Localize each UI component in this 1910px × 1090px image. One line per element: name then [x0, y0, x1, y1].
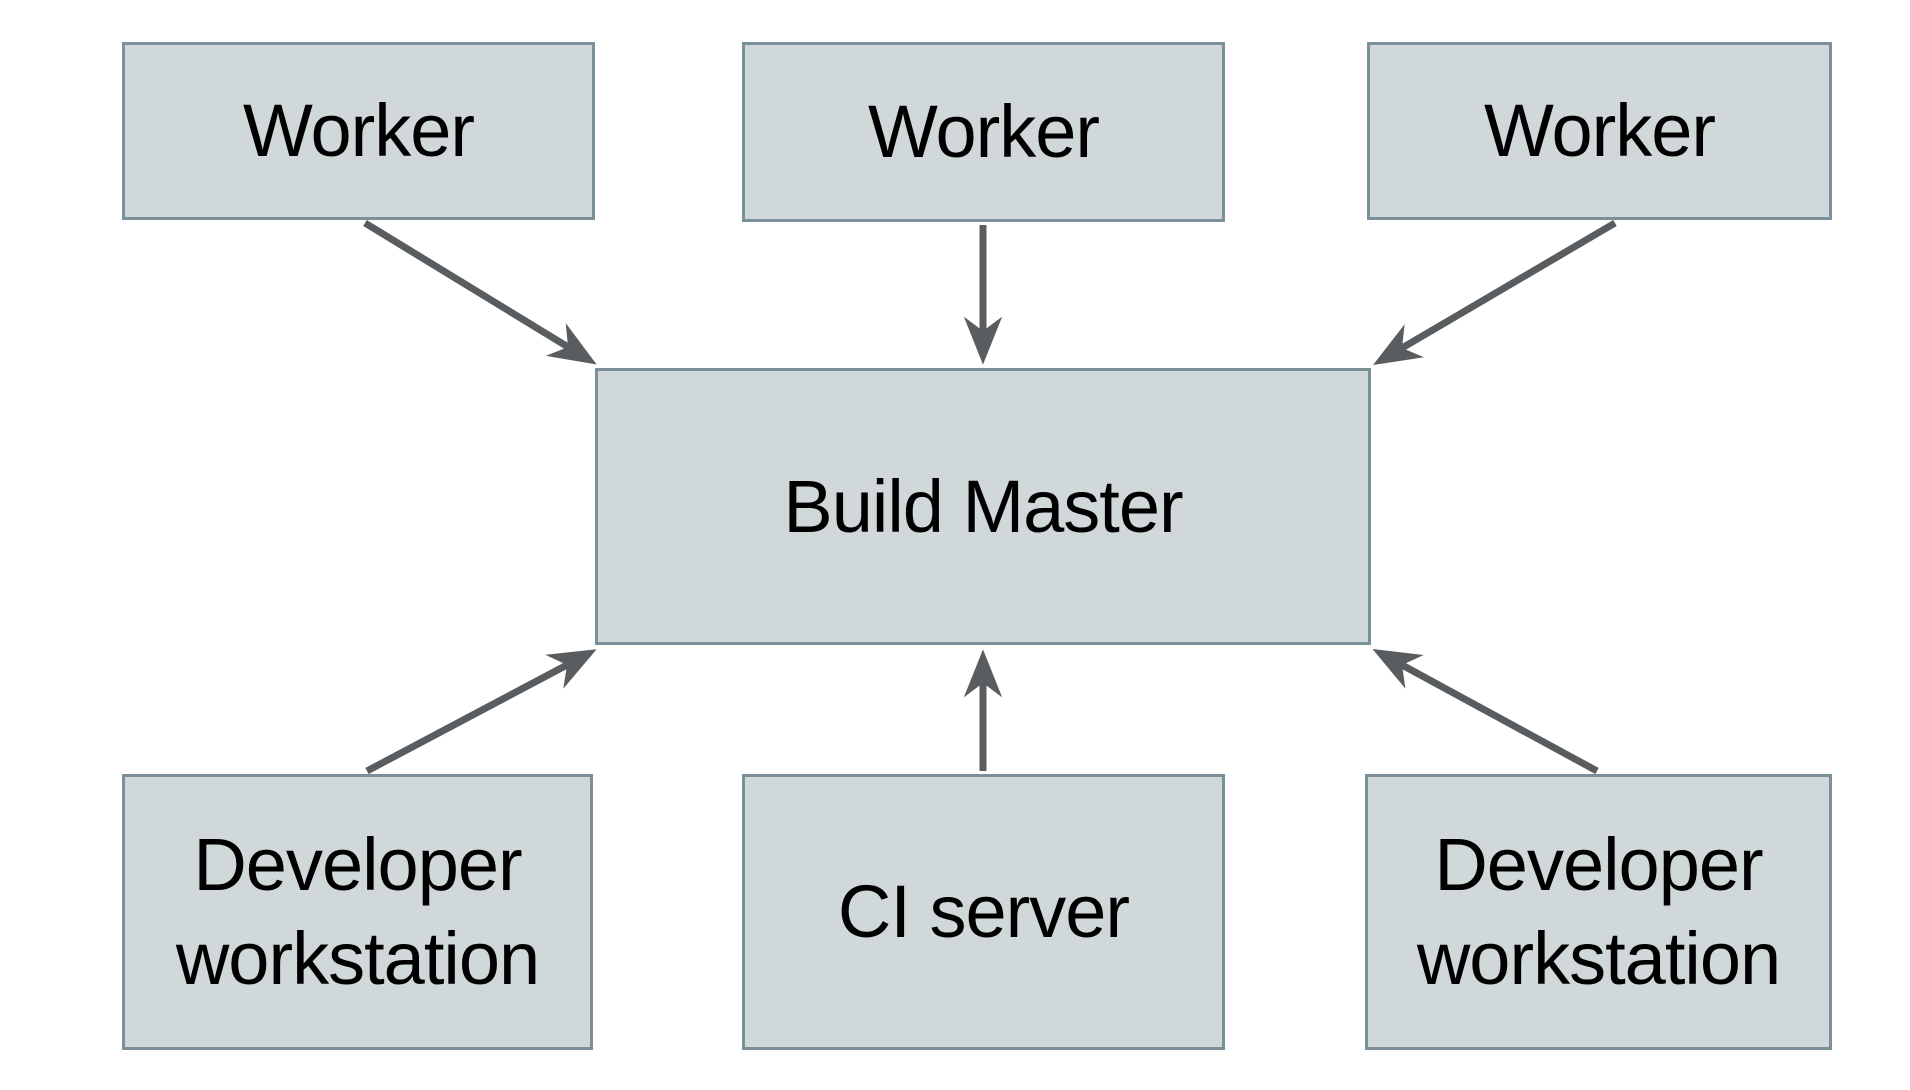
- node-label: Worker: [242, 89, 475, 173]
- node-dev-workstation-1: Developer workstation: [122, 774, 593, 1050]
- node-worker-2: Worker: [742, 42, 1225, 222]
- node-worker-3: Worker: [1367, 42, 1832, 220]
- node-label: Developer workstation: [1416, 823, 1781, 1000]
- arrow-dev-workstation-1-to-build-master: [365, 649, 597, 775]
- node-build-master: Build Master: [595, 368, 1371, 645]
- arrow-dev-workstation-2-to-build-master: [1372, 648, 1599, 775]
- node-label: Developer workstation: [175, 823, 540, 1000]
- arrow-worker-1-to-build-master: [363, 220, 597, 365]
- node-label: Worker: [1483, 89, 1716, 173]
- node-worker-1: Worker: [122, 42, 595, 220]
- node-label: Build Master: [783, 464, 1183, 548]
- node-dev-workstation-2: Developer workstation: [1365, 774, 1832, 1050]
- node-label: CI server: [837, 870, 1130, 954]
- node-label: Worker: [867, 90, 1100, 174]
- arrow-worker-3-to-build-master: [1373, 219, 1617, 366]
- node-ci-server: CI server: [742, 774, 1225, 1050]
